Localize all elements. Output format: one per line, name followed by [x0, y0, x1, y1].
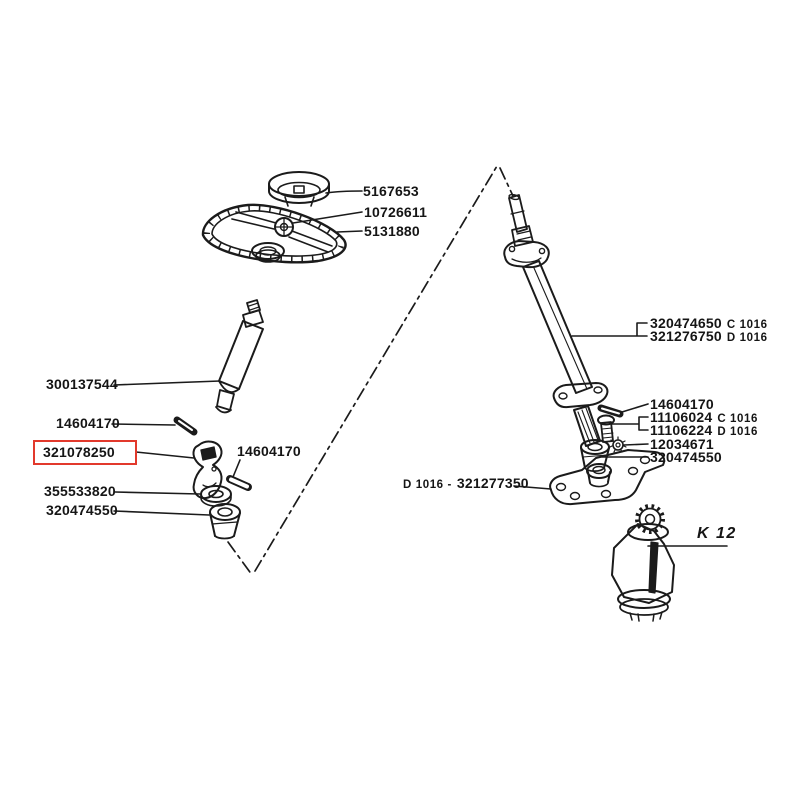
bushing-a-drawing — [209, 503, 241, 540]
part-label-column-tube-d[interactable]: 321276750 D 1016 — [650, 329, 768, 345]
part-label-bolt-c[interactable]: 11106024 C 1016 — [650, 410, 758, 426]
support-bracket-drawing — [549, 449, 666, 506]
part-number: 14604170 — [650, 396, 714, 412]
part-number: 321078250 — [43, 444, 115, 460]
part-number: 14604170 — [56, 415, 120, 431]
variant-code: D 1016 — [717, 426, 759, 438]
bolt-drawing — [597, 414, 615, 443]
leader-emblem-screw — [292, 211, 363, 224]
leader-lock-washer — [623, 443, 649, 446]
leader-pin-a — [111, 423, 176, 426]
part-label-horn-cap[interactable]: 5167653 — [363, 184, 419, 198]
leader-column-tube-bracket — [571, 322, 648, 337]
part-number: 12034671 — [650, 436, 714, 452]
part-number: 320474550 — [650, 449, 722, 465]
leader-universal-joint — [135, 451, 195, 459]
pin-c-drawing — [597, 404, 624, 418]
part-label-emblem-screw[interactable]: 10726611 — [364, 205, 427, 219]
leader-steering-wheel — [336, 230, 363, 233]
leader-horn-cap — [325, 190, 363, 194]
leader-steering-shaft — [113, 380, 221, 386]
leader-thrust-washer — [114, 491, 201, 495]
part-number: 14604170 — [237, 443, 301, 459]
part-label-bushing-a[interactable]: 320474550 — [46, 503, 118, 517]
part-label-bushing-b[interactable]: 320474550 — [650, 450, 722, 464]
part-number: 355533820 — [44, 483, 116, 499]
part-label-support-bracket[interactable]: D 1016 - 321277350 — [403, 476, 529, 492]
leader-lines — [111, 190, 728, 547]
steering-wheel-drawing — [201, 203, 347, 264]
thrust-washer-drawing — [200, 485, 232, 507]
part-number: 10726611 — [364, 204, 428, 220]
part-number: 321276750 — [650, 328, 722, 344]
leader-bushing-a — [113, 510, 210, 516]
variant-code: D 1016 — [726, 332, 768, 344]
leader-support-bracket — [513, 485, 552, 490]
part-label-thrust-washer[interactable]: 355533820 — [44, 484, 116, 498]
lock-washer-drawing — [609, 436, 627, 453]
part-number: 5131880 — [364, 223, 420, 239]
part-label-pin-b[interactable]: 14604170 — [237, 444, 301, 458]
part-number: 300137544 — [46, 376, 118, 392]
part-label-column-tube-c[interactable]: 320474650 C 1016 — [650, 316, 768, 332]
pin-a-drawing — [173, 416, 198, 436]
part-number: 320474550 — [46, 502, 118, 518]
part-label-universal-joint[interactable]: 321078250 — [43, 445, 115, 459]
leader-bolt-bracket — [611, 416, 649, 431]
part-label-lock-washer[interactable]: 12034671 — [650, 437, 714, 451]
variant-code: D 1016 - — [403, 479, 452, 491]
part-label-pin-a[interactable]: 14604170 — [56, 416, 120, 430]
part-number: 321277350 — [456, 475, 529, 491]
steering-shaft-drawing — [215, 299, 264, 414]
part-number: 11106224 — [650, 422, 713, 438]
gearbox-drawing — [611, 504, 675, 622]
part-label-gearbox-ref[interactable]: K 12 — [697, 525, 737, 542]
part-label-steering-shaft[interactable]: 300137544 — [46, 377, 118, 391]
column-tube-drawing — [503, 193, 593, 394]
pin-b-drawing — [226, 475, 252, 491]
part-label-bolt-d[interactable]: 11106224 D 1016 — [650, 423, 758, 439]
centerline — [227, 165, 514, 576]
horn-cap-drawing — [268, 171, 330, 207]
variant-code: C 1016 — [726, 319, 768, 331]
column-flange-drawing — [552, 382, 609, 447]
part-label-pin-c[interactable]: 14604170 — [650, 397, 714, 411]
variant-code: C 1016 — [717, 413, 759, 425]
highlight-box — [33, 440, 137, 465]
part-number: K 12 — [697, 525, 737, 542]
part-label-steering-wheel[interactable]: 5131880 — [364, 224, 420, 238]
universal-joint-drawing — [192, 440, 223, 500]
part-number: 320474650 — [650, 315, 722, 331]
leader-pin-c — [621, 403, 649, 413]
part-number: 11106024 — [650, 409, 713, 425]
leader-pin-b — [232, 459, 241, 478]
part-number: 5167653 — [363, 183, 419, 199]
